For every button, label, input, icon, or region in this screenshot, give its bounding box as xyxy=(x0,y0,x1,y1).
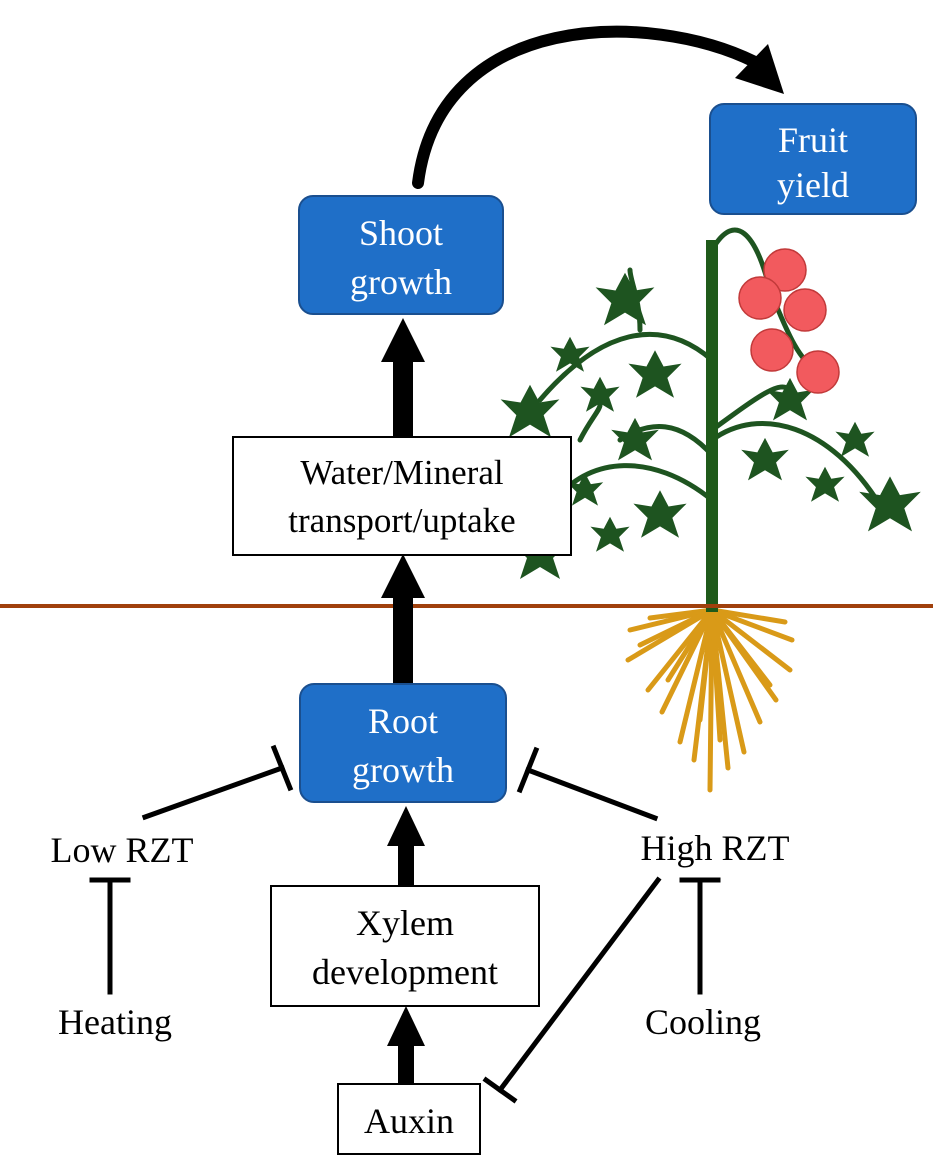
root-growth-label-line1: Root xyxy=(368,701,438,741)
transport-box: Water/Mineral transport/uptake xyxy=(232,436,572,556)
xylem-label-line1: Xylem xyxy=(356,903,454,943)
arrowhead-shoot xyxy=(381,318,425,362)
xylem-label-line2: development xyxy=(312,952,498,992)
root-growth-label-line2: growth xyxy=(352,750,454,790)
curved-arrowhead xyxy=(735,44,784,94)
auxin-box: Auxin xyxy=(337,1083,481,1155)
auxin-label: Auxin xyxy=(364,1101,454,1141)
transport-label-line1: Water/Mineral xyxy=(300,453,503,492)
plant-stem xyxy=(706,240,718,612)
xylem-box: Xylem development xyxy=(270,885,540,1007)
high-rzt-label: High RZT xyxy=(641,828,790,868)
curved-arrow-shoot-to-fruit xyxy=(412,25,761,189)
arrowhead-transport xyxy=(381,554,425,598)
root-growth-box: Root growth xyxy=(299,683,507,803)
arrow-auxin-to-xylem xyxy=(398,1040,414,1084)
fruit-yield-label-line1: Fruit xyxy=(778,120,848,160)
tomato-plant-illustration xyxy=(500,227,921,793)
inhibition-lines xyxy=(89,744,721,1104)
arrow-xylem-to-root xyxy=(398,840,414,886)
shoot-growth-label-line2: growth xyxy=(350,262,452,302)
shoot-growth-box: Shoot growth xyxy=(298,195,504,315)
connector-arrows xyxy=(381,25,784,1084)
fruit-yield-label-line2: yield xyxy=(777,165,849,205)
transport-label-line2: transport/uptake xyxy=(288,501,515,540)
arrow-root-to-transport xyxy=(393,592,413,684)
arrow-transport-to-shoot xyxy=(393,355,413,437)
roots-illustration xyxy=(625,607,795,793)
low-rzt-label: Low RZT xyxy=(51,830,194,870)
arrowhead-root xyxy=(387,806,425,846)
cooling-label: Cooling xyxy=(645,1002,761,1042)
arrowhead-xylem xyxy=(387,1006,425,1046)
fruit-yield-box: Fruit yield xyxy=(709,103,917,215)
shoot-growth-label-line1: Shoot xyxy=(359,213,443,253)
tomato-fruits xyxy=(738,248,840,394)
heating-label: Heating xyxy=(58,1002,172,1042)
